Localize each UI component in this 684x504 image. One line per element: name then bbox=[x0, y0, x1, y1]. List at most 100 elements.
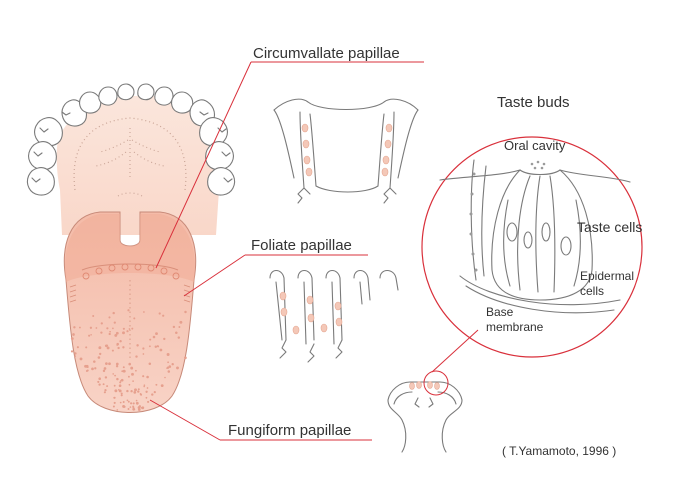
fungiform-dot bbox=[130, 390, 133, 393]
fungiform-dot bbox=[116, 344, 119, 346]
fungiform-dot bbox=[98, 383, 101, 386]
fungiform-dot bbox=[106, 346, 110, 350]
fungiform-dots bbox=[70, 309, 187, 411]
fungiform-dot bbox=[148, 345, 151, 348]
fungiform-dot bbox=[127, 408, 130, 410]
fungiform-dot bbox=[112, 373, 115, 375]
fungiform-dot bbox=[120, 379, 122, 382]
tooth bbox=[98, 86, 118, 106]
fungiform-dot bbox=[184, 310, 187, 314]
tooth bbox=[117, 83, 135, 101]
fungiform-dot bbox=[176, 366, 179, 370]
fungiform-dot bbox=[126, 330, 129, 333]
fungiform-dot bbox=[72, 333, 75, 336]
fungiform-dot bbox=[122, 366, 125, 369]
fungiform-dot bbox=[135, 399, 138, 402]
fungiform-dot bbox=[118, 384, 122, 388]
molar bbox=[34, 117, 63, 147]
fungiform-dot bbox=[94, 367, 97, 370]
fungiform-dot bbox=[99, 352, 102, 356]
fungiform-dot bbox=[105, 344, 109, 347]
fungiform-dot bbox=[121, 370, 124, 373]
leader-circumvallate bbox=[155, 61, 424, 269]
fungiform-dot bbox=[98, 346, 102, 350]
fungiform-dot bbox=[151, 393, 154, 396]
fungiform-dot bbox=[93, 360, 96, 363]
fungiform-dot bbox=[171, 363, 174, 366]
fungiform-dot bbox=[98, 377, 101, 381]
fungiform-dot bbox=[172, 325, 176, 329]
molar bbox=[199, 117, 228, 147]
label-epidermal-2: cells bbox=[580, 284, 604, 298]
fungiform-dot bbox=[158, 312, 161, 315]
fungiform-dot bbox=[142, 375, 145, 378]
fungiform-dot bbox=[114, 374, 117, 377]
taste-bud-magnify-ring bbox=[423, 370, 449, 396]
fungiform-dot bbox=[152, 335, 156, 339]
label-taste-cells: Taste cells bbox=[577, 219, 642, 235]
fungiform-dot bbox=[108, 316, 111, 319]
fungiform-dot bbox=[132, 380, 134, 382]
fungiform-dot bbox=[123, 370, 126, 373]
fungiform-dot bbox=[70, 337, 74, 340]
fungiform-dot bbox=[86, 369, 89, 372]
fungiform-dot bbox=[90, 334, 92, 336]
fungiform-dot bbox=[154, 345, 158, 349]
label-fungiform: Fungiform papillae bbox=[228, 422, 351, 439]
fungiform-dot bbox=[130, 366, 134, 370]
fungiform-dot bbox=[112, 327, 114, 330]
circumvallate-section bbox=[273, 98, 419, 204]
fungiform-dot bbox=[127, 375, 130, 378]
tongue-back-region bbox=[65, 214, 195, 282]
fungiform-dot bbox=[89, 326, 93, 329]
leader-magnify bbox=[431, 329, 479, 373]
label-circumvallate: Circumvallate papillae bbox=[253, 45, 400, 62]
fungiform-dot bbox=[131, 372, 134, 376]
fungiform-dot bbox=[162, 314, 165, 317]
fungiform-dot bbox=[143, 385, 146, 388]
fungiform-dot bbox=[105, 362, 108, 365]
fungiform-dot bbox=[97, 380, 100, 383]
fungiform-dot bbox=[102, 383, 105, 386]
fungiform-dot bbox=[108, 332, 111, 336]
fungiform-dot bbox=[132, 402, 135, 405]
label-oral-cavity: Oral cavity bbox=[504, 138, 566, 153]
molar-cusp bbox=[31, 111, 233, 183]
nerve-dots bbox=[469, 172, 478, 272]
foliate-section bbox=[269, 269, 399, 363]
fungiform-dot bbox=[78, 326, 81, 329]
fungiform-dot bbox=[95, 327, 98, 329]
fungiform-dot bbox=[76, 346, 79, 349]
fungiform-dot bbox=[120, 392, 123, 395]
molar bbox=[205, 141, 234, 171]
fungiform-dot bbox=[133, 391, 137, 394]
fungiform-dot bbox=[122, 404, 126, 408]
fungiform-dot bbox=[164, 376, 166, 379]
pore-microvilli bbox=[530, 160, 546, 170]
fungiform-dot bbox=[139, 393, 142, 395]
fungiform-dot bbox=[132, 405, 135, 408]
tooth bbox=[79, 91, 102, 114]
label-epidermal-1: Epidermal bbox=[580, 269, 634, 283]
fungiform-dot bbox=[108, 362, 111, 366]
fungiform-dot bbox=[115, 365, 119, 368]
fungiform-dot bbox=[137, 388, 140, 391]
fungiform-dot bbox=[168, 365, 172, 368]
fungiform-dot bbox=[143, 311, 145, 313]
fungiform-dot bbox=[115, 331, 119, 335]
credit-text: ( T.Yamamoto, 1996 ) bbox=[502, 444, 616, 458]
fungiform-dot bbox=[177, 336, 181, 339]
palate-shape bbox=[56, 96, 221, 235]
foliate-buds bbox=[279, 291, 343, 335]
fungiform-dot bbox=[147, 400, 150, 403]
fungiform-dot bbox=[128, 383, 131, 386]
tooth bbox=[137, 83, 155, 101]
fungiform-dot bbox=[122, 346, 125, 349]
fungiform-dot bbox=[79, 357, 83, 361]
fungiform-dot bbox=[145, 396, 148, 399]
fungiform-dot bbox=[114, 333, 118, 337]
fungiform-dot bbox=[115, 362, 119, 366]
sulcus-terminalis bbox=[81, 263, 179, 271]
fungiform-dot bbox=[126, 399, 129, 402]
fungiform-dot bbox=[116, 409, 119, 411]
